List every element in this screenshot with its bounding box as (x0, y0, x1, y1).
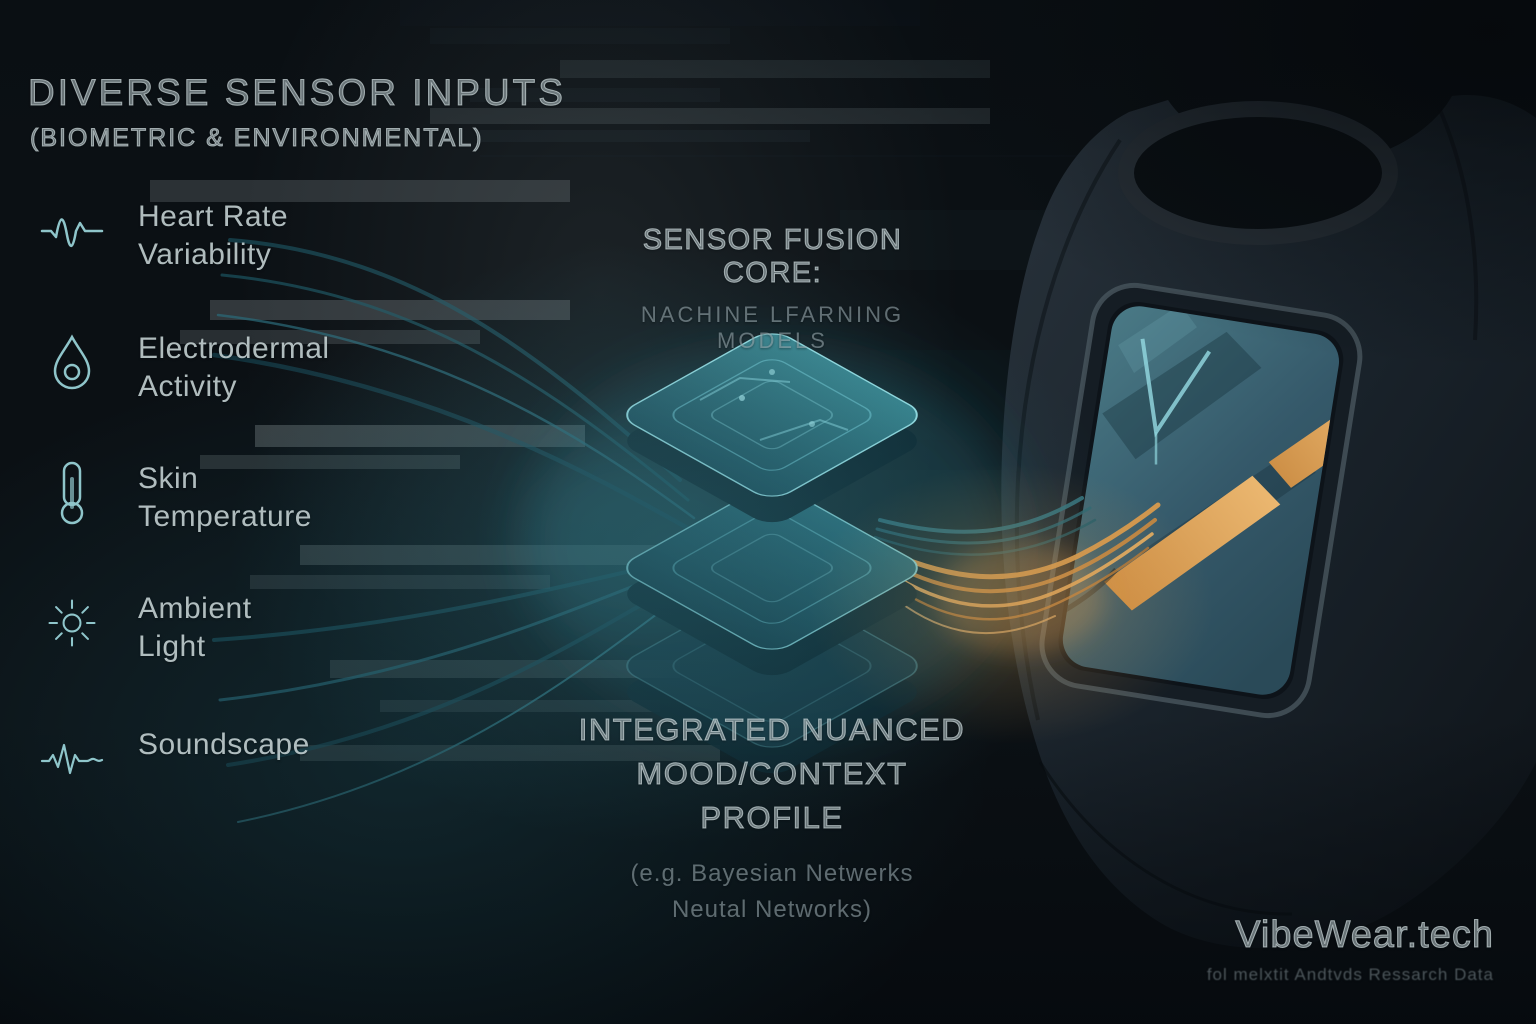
profile-title-line2: MOOD/CONTEXT PROFILE (636, 756, 908, 836)
fusion-core-subtitle: NACHINE LFARNING MODELS (640, 302, 905, 353)
thermometer-icon (34, 460, 110, 526)
profile-subtitle-line1: (e.g. Bayesian Netwerks (630, 860, 914, 887)
heart-rate-waveform-icon (34, 198, 110, 264)
droplet-icon (34, 330, 110, 396)
brand-block: VibeWear.tech fol melxtit Andtvds Ressar… (1207, 914, 1494, 985)
fusion-core-block: SENSOR FUSION CORE: NACHINE LFARNING MOD… (595, 224, 950, 354)
page-subtitle: (BIOMETRIC & ENVIRONMENTAL) (30, 124, 484, 153)
sensor-item-soundscape: Soundscape (34, 726, 310, 792)
profile-title-line1: INTEGRATED NUANCED (578, 712, 966, 748)
brand-name: VibeWear.tech (1235, 914, 1494, 957)
header-block: DIVERSE SENSOR INPUTS (BIOMETRIC & ENVIR… (28, 72, 566, 153)
sensor-label: Soundscape (138, 728, 310, 761)
profile-subtitle-line2: Neutal Networks) (671, 896, 873, 923)
soundwave-icon (34, 726, 110, 792)
page-title: DIVERSE SENSOR INPUTS (28, 72, 566, 114)
fusion-core-title: SENSOR FUSION CORE: (642, 224, 903, 290)
brand-tagline: fol melxtit Andtvds Ressarch Data (1206, 965, 1494, 984)
mood-profile-block: INTEGRATED NUANCED MOOD/CONTEXT PROFILE … (568, 708, 976, 928)
sun-icon (34, 590, 110, 656)
